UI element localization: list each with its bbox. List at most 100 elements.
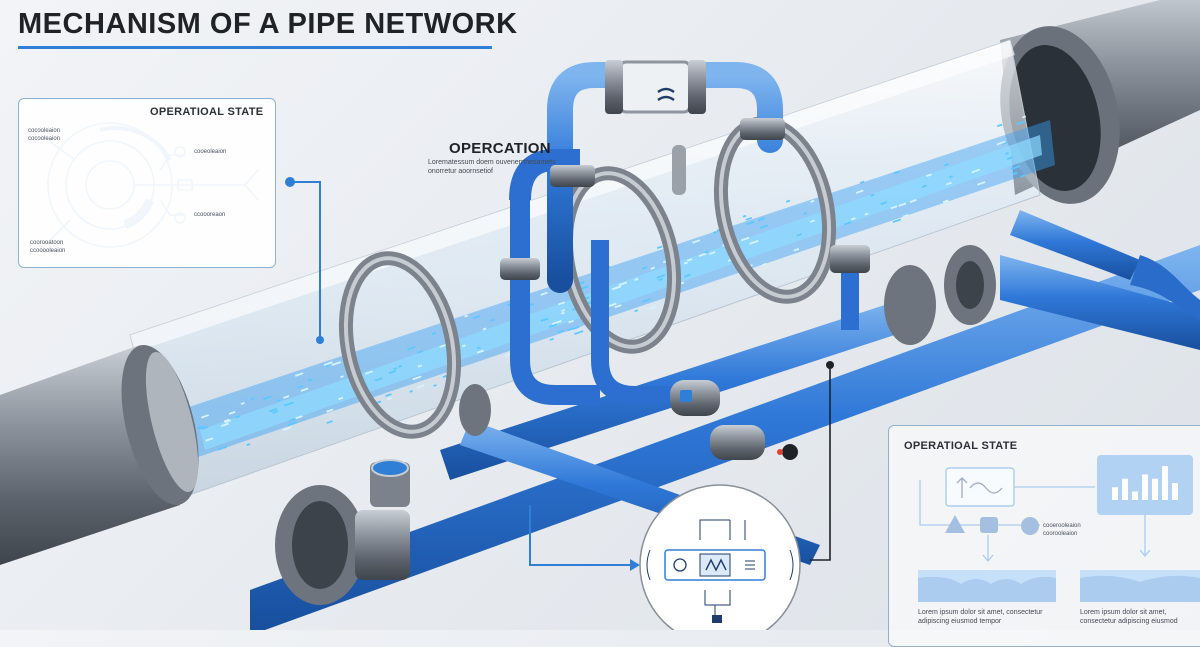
flow-particle — [686, 258, 693, 262]
flow-particle — [295, 372, 304, 377]
flow-particle — [557, 329, 564, 334]
flow-particle — [894, 170, 900, 175]
flow-particle — [810, 199, 815, 203]
flow-particle — [762, 262, 767, 267]
flow-particle — [224, 419, 232, 424]
flow-particle — [607, 302, 617, 308]
flow-particle — [540, 317, 549, 322]
flow-particle — [283, 401, 294, 407]
flow-particle — [574, 330, 584, 335]
page-title: MECHANISM OF A PIPE NETWORK — [18, 8, 518, 40]
flow-particle — [326, 408, 334, 413]
flow-particle — [943, 163, 949, 167]
flow-particle — [398, 364, 403, 368]
flow-particle — [340, 375, 344, 379]
left-label-2: cocooleaion — [28, 136, 61, 142]
flow-particle — [1005, 152, 1009, 155]
flow-particle — [641, 266, 648, 270]
flow-particle — [741, 236, 750, 242]
right-column-1-text: Lorem ipsum dolor sit amet, consectetur … — [918, 609, 1043, 625]
left-panel-title: OPERATIOAL STATE — [150, 106, 264, 118]
flow-particle — [611, 285, 622, 291]
flow-particle — [749, 239, 759, 245]
flange-joint-right — [884, 245, 996, 345]
callout-dot — [316, 336, 324, 344]
flow-particle — [393, 367, 398, 371]
flow-particle — [561, 311, 565, 315]
flow-sensor — [670, 380, 798, 460]
flow-particle — [388, 370, 396, 375]
flow-particle — [855, 189, 864, 194]
flow-particle — [898, 202, 907, 207]
flow-particle — [684, 273, 691, 278]
flow-particle — [997, 123, 1003, 128]
flow-particle — [809, 219, 815, 223]
flow-particle — [240, 401, 245, 405]
flow-particle — [850, 217, 856, 221]
flow-particle — [709, 251, 716, 255]
flow-particle — [417, 350, 424, 354]
flow-particle — [870, 193, 875, 197]
flow-particle — [283, 395, 290, 399]
flow-particle — [246, 443, 251, 447]
callout-line-dark — [810, 365, 831, 561]
flow-particle — [1001, 141, 1008, 145]
flow-particle — [712, 230, 717, 234]
flow-particle — [220, 422, 229, 427]
callout-dot — [285, 177, 295, 187]
right-label-1: cooerooleaion — [1043, 523, 1081, 529]
flow-particle — [843, 221, 852, 226]
inline-valve — [605, 60, 706, 114]
left-label-5: coorooatoon — [30, 240, 64, 246]
flow-particle — [656, 245, 663, 250]
flow-particle — [263, 395, 272, 401]
flow-particle — [228, 410, 236, 415]
flow-particle — [338, 396, 344, 401]
flow-particle — [568, 319, 574, 324]
flow-particle — [196, 425, 205, 430]
flow-particle — [549, 337, 554, 341]
flow-particle — [1020, 174, 1026, 178]
flange-joint-lower — [459, 384, 491, 436]
flow-particle — [648, 305, 657, 310]
flow-particle — [476, 349, 485, 354]
flow-particle — [634, 277, 639, 281]
flow-particle — [566, 327, 574, 332]
flow-particle — [374, 377, 383, 382]
flow-particle — [307, 378, 313, 382]
flow-particle — [572, 325, 580, 330]
flow-particle — [201, 414, 210, 419]
right-label-2: coorooleaion — [1043, 531, 1078, 537]
flow-particle — [295, 415, 303, 420]
flow-particle — [579, 285, 589, 291]
flow-particle — [540, 291, 548, 296]
flow-particle — [890, 205, 898, 210]
flow-particle — [909, 199, 917, 204]
flow-particle — [683, 261, 688, 265]
flow-particle — [926, 173, 932, 178]
flow-particle — [1007, 156, 1013, 160]
flow-particle — [803, 212, 808, 215]
pipe-couplers — [500, 118, 870, 280]
flow-particle — [272, 410, 279, 414]
flow-particle — [482, 327, 487, 331]
flow-particle — [282, 426, 292, 432]
flow-particle — [864, 212, 869, 216]
flow-particle — [223, 418, 230, 423]
flow-particle — [385, 393, 392, 398]
flow-particle — [658, 278, 663, 282]
flow-particle — [250, 397, 255, 401]
flow-particle — [755, 209, 761, 213]
flow-particle — [880, 201, 888, 206]
flow-particle — [325, 364, 330, 368]
flow-particle — [996, 140, 1006, 146]
flow-particle — [785, 199, 791, 203]
flow-particle — [921, 184, 927, 188]
flow-particle — [416, 384, 425, 389]
flow-particle — [902, 214, 909, 218]
title-underline — [18, 46, 492, 49]
flow-particle — [1010, 165, 1021, 171]
flow-particle — [365, 370, 373, 375]
flow-particle — [201, 425, 209, 430]
flow-particle — [692, 239, 701, 244]
